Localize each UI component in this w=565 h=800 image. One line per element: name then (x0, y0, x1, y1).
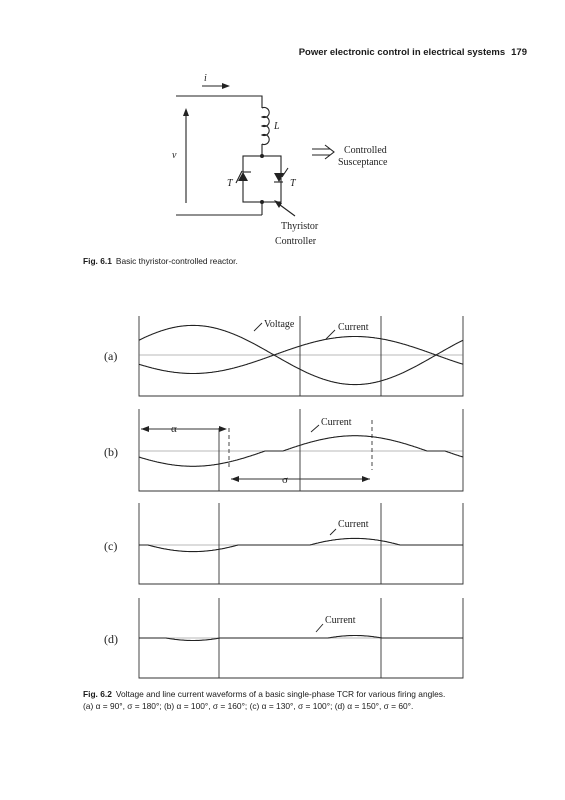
panel-b-label: (b) (104, 445, 118, 459)
thyristor-t1-gate (281, 167, 289, 178)
label-inductor-l: L (273, 121, 280, 132)
implication-arrow-head (324, 144, 335, 160)
current-annotation-d: Current (325, 615, 356, 626)
sigma-arrow-right (362, 476, 370, 482)
panel-a-current-wave (138, 335, 464, 375)
thyristor-t2-gate (235, 170, 243, 184)
alpha-symbol: α (171, 423, 177, 435)
panel-b-frame (138, 409, 464, 492)
fig62-caption-text-line1: Voltage and line current waveforms of a … (115, 689, 446, 699)
fig61-caption-text: Basic thyristor-controlled reactor. (115, 256, 238, 266)
current-arrowhead (222, 83, 230, 89)
top-wire (176, 95, 263, 108)
label-thyristor: Thyristor (281, 221, 319, 232)
alpha-arrow-right (219, 426, 227, 432)
current-pointer-c (329, 528, 337, 536)
fig61-caption-number: Fig. 6.1 (83, 256, 112, 266)
sigma-arrow-left (231, 476, 239, 482)
page-number: 179 (511, 47, 527, 58)
panel-a-voltage-wave (138, 324, 464, 386)
panel-a-label: (a) (104, 349, 117, 363)
fig62-caption-number: Fig. 6.2 (83, 689, 112, 699)
panel-d-label: (d) (104, 632, 118, 646)
label-current-i: i (204, 73, 207, 84)
thyristor-pair-block (242, 155, 282, 203)
fig62-caption-text-line2: (a) α = 90°, σ = 180°; (b) α = 100°, σ =… (83, 701, 414, 711)
panel-c-frame (138, 503, 464, 585)
voltage-arrowhead (183, 108, 189, 116)
controller-pointer-head (274, 200, 282, 208)
panel-c-current-wave (139, 537, 463, 553)
current-annotation-a: Current (338, 322, 369, 333)
label-susceptance: Susceptance (338, 157, 388, 168)
panel-c-label: (c) (104, 539, 117, 553)
current-pointer-b (310, 424, 320, 433)
label-t1: T (290, 178, 297, 189)
voltage-pointer (253, 322, 263, 332)
bottom-node (260, 200, 264, 204)
alpha-arrow-left (141, 426, 149, 432)
thyristor-t2-triangle (238, 172, 248, 181)
label-t2: T (227, 178, 234, 189)
inductor-coil (260, 106, 270, 146)
sigma-symbol: σ (282, 474, 288, 486)
top-node (260, 154, 264, 158)
label-controller: Controller (275, 236, 317, 247)
voltage-annotation: Voltage (264, 319, 295, 330)
current-annotation-b: Current (321, 417, 352, 428)
current-pointer-d (315, 623, 324, 633)
panel-d-current-wave (139, 634, 463, 642)
running-title: Power electronic control in electrical s… (298, 47, 506, 58)
label-controlled: Controlled (344, 145, 387, 156)
running-header: Power electronic control in electrical s… (299, 47, 527, 58)
current-pointer-a (325, 329, 336, 340)
panel-a-frame (138, 316, 464, 397)
current-annotation-c: Current (338, 519, 369, 530)
label-voltage-v: v (172, 150, 177, 161)
thyristor-t1-triangle (274, 173, 284, 182)
panel-b-current-wave (138, 435, 464, 467)
